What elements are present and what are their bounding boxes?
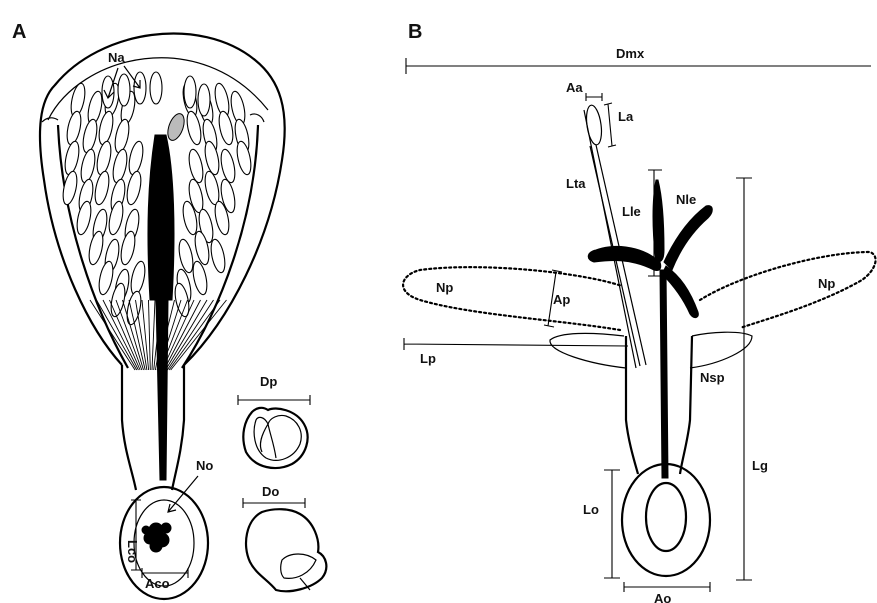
sepal-right: [690, 332, 752, 368]
style-b: [660, 270, 668, 478]
petal-right: [700, 252, 876, 328]
anther-ellipse: [63, 140, 82, 176]
label-dp: Dp: [260, 374, 277, 389]
ovary-b-inner: [646, 483, 686, 551]
floral-tube-b: [626, 336, 692, 474]
label-lle: Lle: [622, 204, 641, 219]
anther-ellipse: [97, 260, 116, 296]
anther-ellipse: [184, 76, 196, 108]
anther-ellipse: [93, 170, 112, 206]
label-la: La: [618, 109, 634, 124]
dim-lo: [604, 470, 620, 578]
filament-line: [149, 300, 151, 370]
anther-ellipse: [198, 84, 210, 116]
label-lg: Lg: [752, 458, 768, 473]
label-aa: Aa: [566, 80, 583, 95]
label-do: Do: [262, 484, 279, 499]
anther-ellipse: [119, 230, 138, 266]
label-lp: Lp: [420, 351, 436, 366]
anther-ellipse: [217, 110, 236, 146]
flower-lobe-right: [250, 114, 264, 122]
anther-ellipse: [87, 230, 106, 266]
anther-ellipse: [219, 148, 238, 184]
dim-lp: [404, 338, 628, 350]
pollen-grain: [243, 408, 307, 468]
label-dmx: Dmx: [616, 46, 645, 61]
dim-lg: [736, 178, 752, 580]
panel-a: A Na No: [12, 21, 326, 599]
anther-ellipse: [102, 76, 114, 108]
anther-ellipse: [177, 238, 196, 274]
anther-ellipse: [187, 148, 206, 184]
label-na: Na: [108, 50, 125, 65]
anther-ellipse: [185, 110, 204, 146]
anther-ellipse: [79, 148, 98, 184]
style-column: [148, 135, 174, 480]
anther-ellipse: [129, 260, 148, 296]
label-ao: Ao: [654, 591, 671, 603]
anther-ellipse: [191, 260, 210, 296]
ovary-b-outer: [622, 464, 710, 576]
dim-aa: [586, 93, 602, 101]
anther-ellipse: [65, 110, 84, 146]
label-lta: Lta: [566, 176, 586, 191]
panel-a-letter: A: [12, 21, 26, 43]
label-lo: Lo: [583, 502, 599, 517]
ovules: [142, 523, 171, 552]
anther-ellipse: [111, 148, 130, 184]
dim-la: [604, 103, 616, 147]
anther-ellipse: [107, 200, 126, 236]
anther-ellipse: [109, 282, 128, 318]
anther-ellipse: [113, 118, 132, 154]
panel-b-letter: B: [408, 21, 422, 43]
label-np-right: Np: [818, 276, 835, 291]
anther-ellipse: [118, 74, 130, 106]
filament-line: [169, 300, 220, 370]
sepal-left: [550, 333, 626, 368]
anther-ellipse: [81, 118, 100, 154]
label-ap: Ap: [553, 292, 570, 307]
dim-do: [243, 498, 305, 508]
stippled-anther: [165, 111, 188, 142]
anther-ellipse: [150, 72, 162, 104]
label-no: No: [196, 458, 213, 473]
arrow-no: [168, 476, 198, 512]
anther-ellipse: [209, 238, 228, 274]
label-aco: Aco: [145, 576, 170, 591]
petal-left: [403, 267, 622, 330]
anther-ellipse: [203, 170, 222, 206]
panel-b: B Dmx Aa La Lta Lle Nle Np Np: [403, 21, 875, 603]
seed-drawing: [246, 509, 326, 591]
label-np-left: Np: [436, 280, 453, 295]
anther-ellipse: [127, 140, 146, 176]
label-nle: Nle: [676, 192, 696, 207]
label-nsp: Nsp: [700, 370, 725, 385]
dim-dp: [238, 395, 310, 405]
flower-lobe-left: [42, 118, 58, 122]
anther-ellipse: [95, 140, 114, 176]
anther-ellipse: [235, 140, 254, 176]
label-lco: Lco: [125, 540, 140, 563]
floral-tube: [122, 365, 184, 490]
anther-ellipse: [125, 170, 144, 206]
anther-ellipse: [75, 200, 94, 236]
anther-ellipse: [203, 140, 222, 176]
